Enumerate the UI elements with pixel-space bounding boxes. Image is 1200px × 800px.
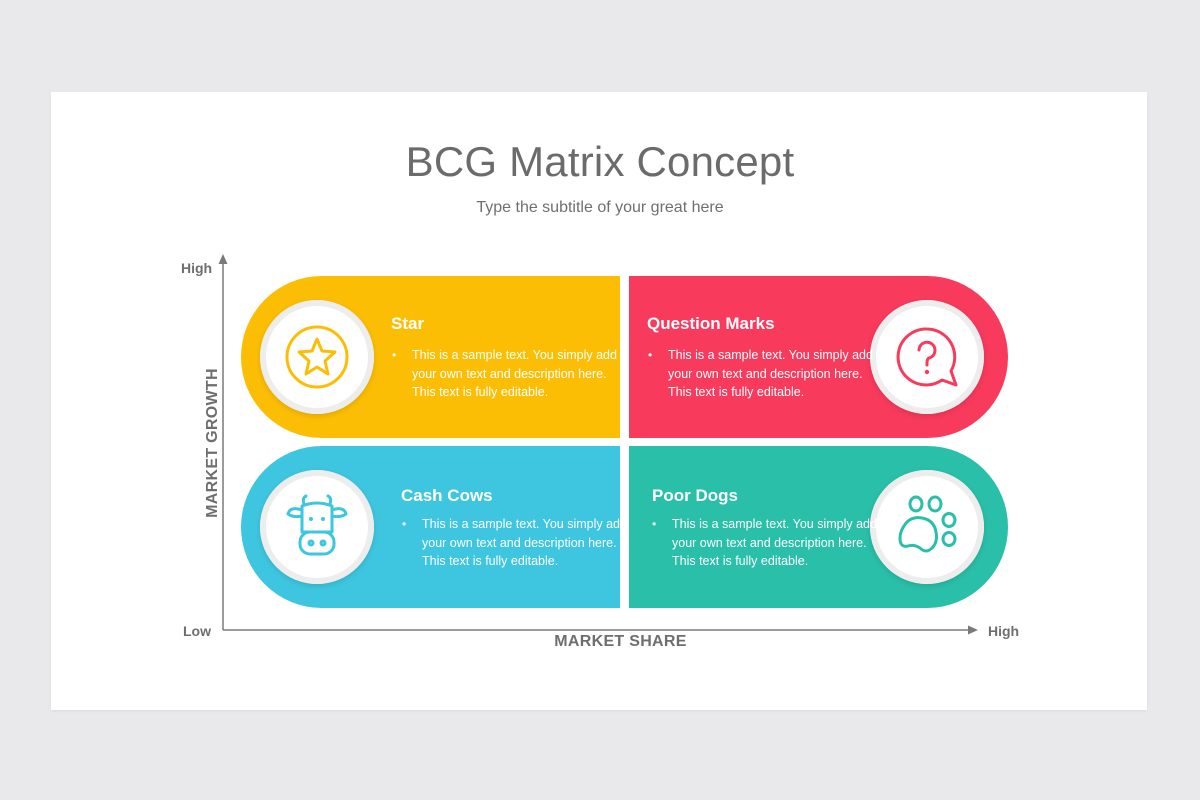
slide-title: BCG Matrix Concept xyxy=(405,138,795,185)
quadrant-description: This is a sample text. You simply add yo… xyxy=(422,517,627,568)
quadrant-title: Star xyxy=(391,314,425,333)
quadrant-title: Question Marks xyxy=(647,314,775,333)
x-axis-title: MARKET SHARE xyxy=(554,633,687,650)
y-axis-arrow xyxy=(218,254,228,264)
y-axis-title: MARKET GROWTH xyxy=(204,368,221,518)
x-axis-arrow xyxy=(968,625,978,635)
bullet-dot: • xyxy=(392,348,397,362)
axis-low-label: Low xyxy=(183,623,211,639)
bullet-dot: • xyxy=(402,517,407,531)
cow-icon-circle xyxy=(260,470,374,584)
quadrant-title: Poor Dogs xyxy=(652,486,738,505)
quadrant-description: This is a sample text. You simply add yo… xyxy=(412,348,617,399)
quadrant-title: Cash Cows xyxy=(401,486,493,505)
star-icon-circle xyxy=(260,300,374,414)
question-chat-icon xyxy=(896,327,958,387)
paw-icon-circle xyxy=(870,470,984,584)
paw-icon xyxy=(898,495,957,553)
star-icon xyxy=(285,325,349,389)
quadrant-description: This is a sample text. You simply add yo… xyxy=(672,517,877,568)
quadrant-cash-cows: Cash Cows • This is a sample text. You s… xyxy=(241,446,627,608)
cow-icon xyxy=(286,494,348,556)
question-icon-circle xyxy=(870,300,984,414)
quadrant-poor-dogs: Poor Dogs • This is a sample text. You s… xyxy=(629,446,1008,608)
bullet-dot: • xyxy=(648,348,653,362)
x-axis-high-label: High xyxy=(988,623,1020,639)
slide-subtitle: Type the subtitle of your great here xyxy=(476,199,724,216)
quadrant-question-marks: Question Marks • This is a sample text. … xyxy=(629,276,1008,438)
quadrant-star: Star • This is a sample text. You simply… xyxy=(241,276,620,438)
quadrant-description: This is a sample text. You simply add yo… xyxy=(668,348,873,399)
y-axis-high-label: High xyxy=(181,260,213,276)
bullet-dot: • xyxy=(652,517,657,531)
